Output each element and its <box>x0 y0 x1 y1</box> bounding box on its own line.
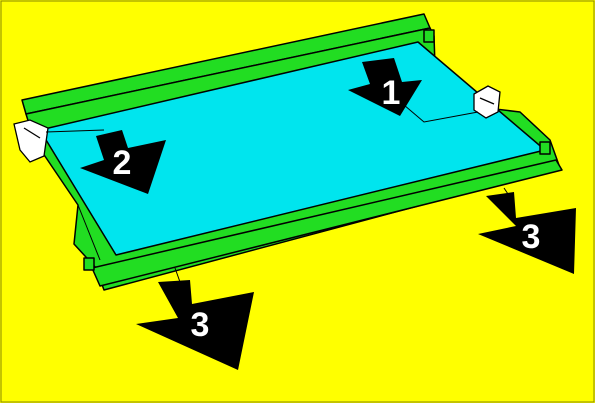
step-label-1: 1 <box>382 74 401 112</box>
frame-inner-edge <box>77 204 101 261</box>
corner-tab-left <box>83 257 95 271</box>
step-label-2: 2 <box>113 144 132 182</box>
brackets <box>13 85 501 163</box>
arrow-1 <box>348 58 422 116</box>
arrow-3-left <box>136 280 254 370</box>
corner-tab-right <box>539 141 551 155</box>
arrow-2 <box>80 130 166 194</box>
step-label-3-right: 3 <box>522 218 541 256</box>
left-bracket-detail <box>23 127 41 139</box>
leader-line-3b <box>174 267 181 283</box>
arrow-3-right <box>478 192 576 274</box>
right-bracket <box>473 85 501 119</box>
step-label-3-left: 3 <box>191 306 210 344</box>
left-bracket <box>13 119 49 163</box>
leader-line-2 <box>45 129 105 133</box>
tray-front-lip <box>91 159 563 287</box>
right-bracket-detail <box>479 97 495 105</box>
tray <box>21 13 563 291</box>
back-tab <box>423 29 435 43</box>
arrows <box>80 58 576 370</box>
